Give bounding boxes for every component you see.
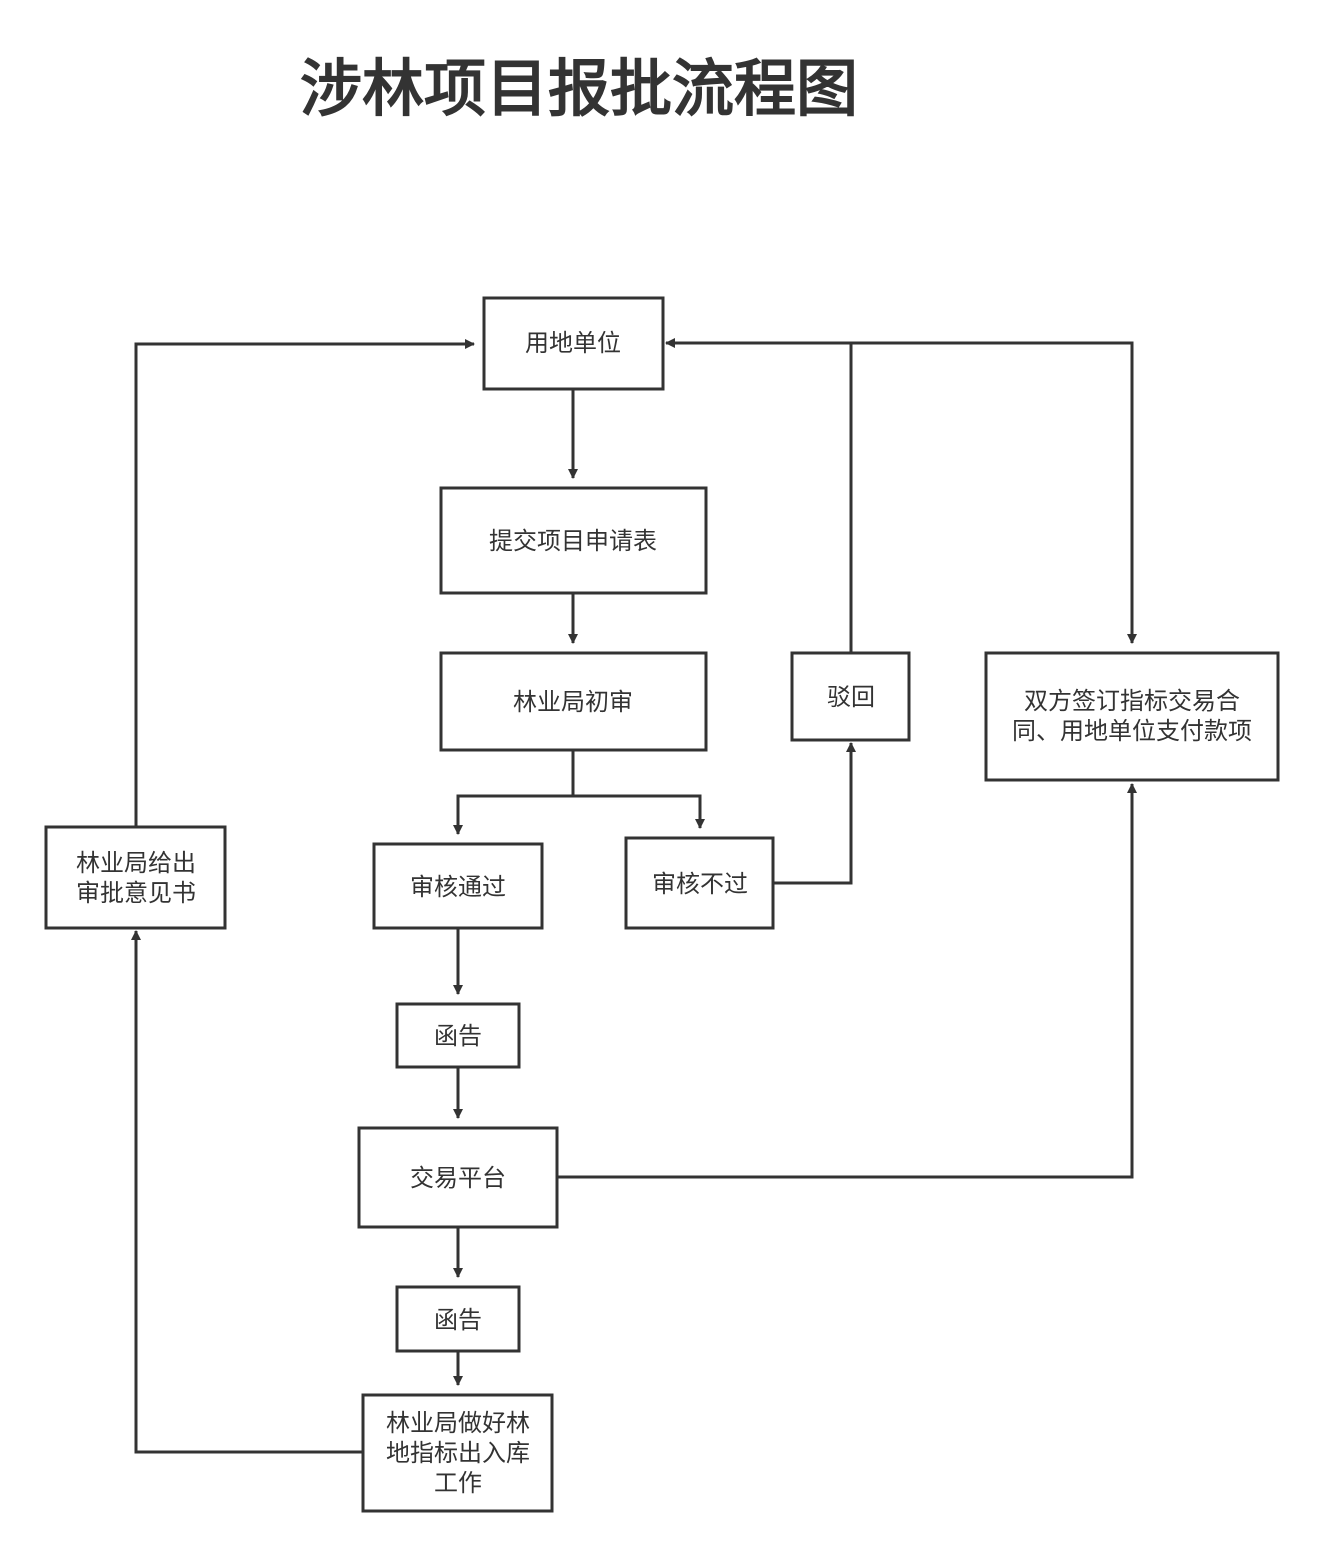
edge-trade-to-contract — [558, 783, 1137, 1179]
node-label-line: 函告 — [434, 1022, 482, 1050]
node-forestry-preliminary-review: 林业局初审 — [439, 651, 708, 752]
node-label-line: 双方签订指标交易合 — [1024, 687, 1240, 715]
edge-prelim-to-fail — [573, 794, 705, 829]
node-label-line: 林业局初审 — [513, 688, 633, 716]
node-letter-1: 函告 — [395, 1002, 521, 1069]
edge-landunit-to-contract — [851, 341, 1137, 644]
node-submit-application: 提交项目申请表 — [439, 486, 708, 595]
node-trading-platform: 交易平台 — [357, 1126, 559, 1229]
edge-prelim-to-pass — [453, 751, 575, 835]
node-label-line: 地指标出入库 — [386, 1439, 530, 1467]
node-label-line: 提交项目申请表 — [489, 527, 657, 555]
node-label-line: 同、用地单位支付款项 — [1012, 717, 1252, 745]
node-label-line: 用地单位 — [525, 329, 621, 357]
node-review-fail: 审核不过 — [624, 836, 775, 930]
node-rejected: 驳回 — [790, 651, 911, 742]
edge-storage-to-opinion — [131, 930, 363, 1454]
flowchart-nodes: 用地单位 提交项目申请表 林业局初审 审核通过 审核不过 驳回 函告 交易平台 … — [44, 296, 1280, 1513]
node-land-unit: 用地单位 — [482, 296, 665, 391]
node-label-line: 林业局做好林 — [386, 1409, 530, 1437]
diagram-title: 涉林项目报批流程图 — [300, 52, 859, 125]
node-label-line: 审批意见书 — [76, 879, 196, 907]
node-label-line: 审核通过 — [410, 873, 506, 901]
node-label-line: 审核不过 — [652, 870, 748, 898]
edge-fail-to-rejected — [774, 742, 856, 885]
node-review-pass: 审核通过 — [372, 842, 544, 930]
node-label-line: 工作 — [434, 1469, 482, 1497]
edge-opinion-to-landunit — [134, 339, 475, 827]
flowchart-edges — [131, 338, 1137, 1454]
node-label-line: 林业局给出 — [76, 849, 196, 877]
node-label-line: 驳回 — [827, 683, 875, 711]
node-label-line: 交易平台 — [410, 1164, 506, 1192]
node-label-line: 函告 — [434, 1306, 482, 1334]
node-letter-2: 函告 — [395, 1285, 521, 1353]
